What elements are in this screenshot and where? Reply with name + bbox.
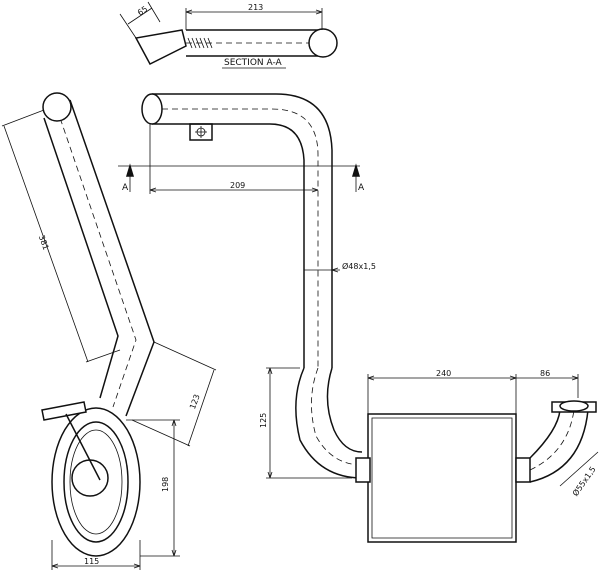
dim-outlet-diameter: Ø55x1,5: [570, 464, 598, 498]
dim-section-length: 209: [230, 181, 245, 190]
dim-right-height: 125: [259, 413, 268, 428]
section-label: SECTION A-A: [224, 58, 283, 68]
section-marker-right: A: [358, 183, 365, 193]
dim-top-small: 65: [136, 4, 150, 17]
dim-left-long: 381: [37, 234, 51, 251]
dim-top-width: 213: [248, 3, 263, 12]
section-a-a-detail: 213 65 SECTION A-A: [119, 1, 338, 69]
section-marker-left: A: [122, 183, 129, 193]
dim-outlet-length: 86: [540, 369, 550, 378]
main-pipe-front-view: A A 209 Ø48x1,5 125 240: [118, 93, 599, 543]
dim-left-height: 198: [161, 477, 170, 492]
dim-left-width: 115: [84, 557, 99, 566]
dim-left-short: 123: [188, 393, 202, 410]
dim-muffler-length: 240: [436, 369, 451, 378]
dim-pipe-diameter: Ø48x1,5: [342, 261, 376, 271]
side-view: 381 123 198 115: [1, 92, 217, 570]
